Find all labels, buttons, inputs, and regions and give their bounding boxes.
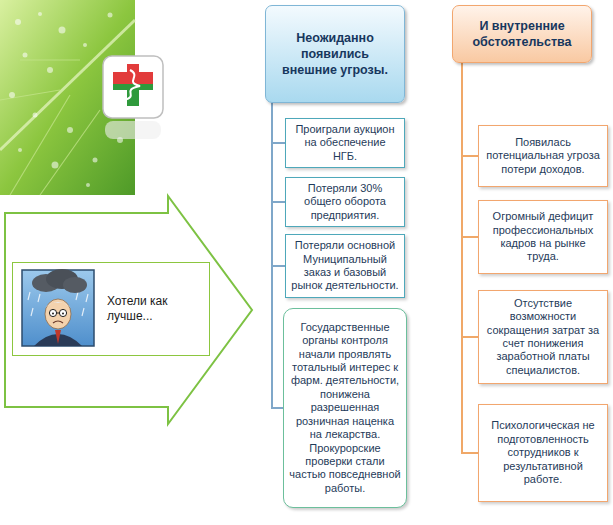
circumstance-box: Огромный дефицит профессиональных кадров… [478, 200, 608, 274]
box-text: Отсутствие возможности сокращения затрат… [485, 297, 601, 377]
box-text: Потеряли 30% общего оборота предприятия. [291, 182, 399, 222]
arrow-outline [5, 196, 252, 424]
tree-connector [272, 103, 283, 408]
box-text: Психологическая не подготовленность сотр… [485, 419, 601, 486]
box-text: Огромный дефицит профессиональных кадров… [485, 210, 601, 264]
header-box: И внутренние обстоятельства [452, 5, 592, 63]
circumstance-box: Психологическая не подготовленность сотр… [478, 404, 608, 502]
sad-man-icon [22, 269, 94, 346]
tree-connector [272, 103, 285, 143]
threat-box: Потеряли основной Муниципальный заказ и … [285, 234, 405, 298]
circumstance-box: Появилась потенциальная угроза потери до… [478, 125, 608, 187]
box-ground [12, 262, 210, 356]
box-text: Хотели как лучше... [107, 294, 171, 324]
box-text: И внутренние обстоятельства [461, 18, 583, 51]
tree-connector [462, 63, 478, 453]
hope-box: Хотели как лучше... [12, 262, 210, 356]
tree-connector [462, 63, 478, 337]
header-box: Неожиданно появились внешние угрозы. [265, 5, 405, 103]
tree-connector [462, 63, 478, 156]
tree-connector [462, 63, 478, 237]
threat-box: Государственные органы контроля начали п… [283, 308, 407, 508]
tree-connector [272, 103, 285, 202]
box-text: Потеряли основной Муниципальный заказ и … [291, 239, 399, 293]
circumstance-box: Отсутствие возможности сокращения затрат… [478, 290, 608, 384]
tree-connector [272, 103, 285, 266]
pharmacy-icon [103, 56, 163, 139]
box-text: Неожиданно появились внешние угрозы. [274, 30, 396, 79]
box-text: Появилась потенциальная угроза потери до… [485, 136, 601, 176]
threat-box: Проиграли аукцион на обеспечение НГБ. [285, 118, 405, 168]
threat-box: Потеряли 30% общего оборота предприятия. [285, 177, 405, 227]
box-text: Проиграли аукцион на обеспечение НГБ. [291, 123, 399, 163]
box-text: Государственные органы контроля начали п… [289, 321, 401, 495]
